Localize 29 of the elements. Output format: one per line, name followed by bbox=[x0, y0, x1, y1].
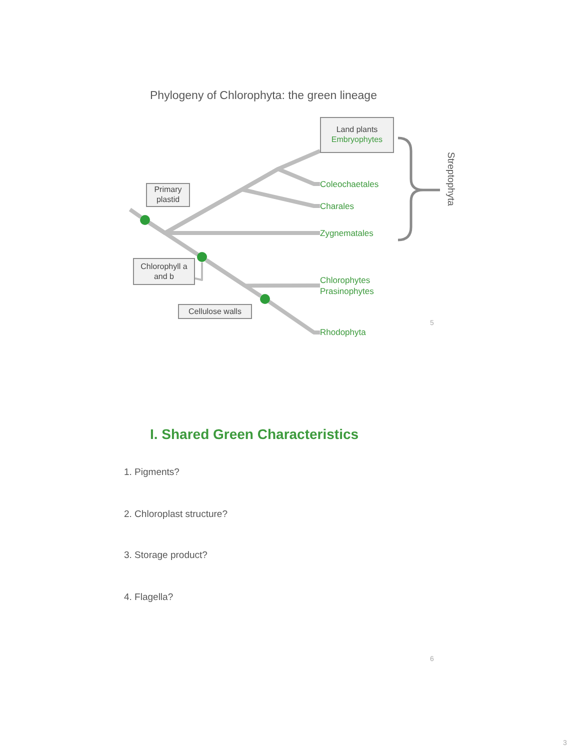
label-box bbox=[146, 183, 190, 207]
clade-label: Streptophyta bbox=[445, 152, 456, 206]
taxon-label: Chlorophytes Prasinophytes bbox=[320, 274, 386, 296]
leader-line bbox=[194, 262, 203, 281]
dot-icon bbox=[140, 215, 150, 225]
label-box bbox=[320, 117, 394, 153]
dot-icon bbox=[260, 294, 270, 304]
question-item: 2. Chloroplast structure? bbox=[124, 509, 228, 520]
trait-text: Chlorophyll a and b bbox=[140, 262, 188, 282]
taxon-label: Rhodophyta bbox=[320, 327, 366, 338]
slide-title: Phylogeny of Chlorophyta: the green lineage bbox=[150, 90, 377, 102]
taxon-label: Charales bbox=[320, 200, 354, 212]
question-item: 1. Pigments? bbox=[124, 467, 180, 478]
branch-line bbox=[128, 208, 142, 219]
dot-icon bbox=[197, 252, 207, 262]
taxon-label: Zygnematales bbox=[320, 228, 374, 238]
clade-name: Land plants bbox=[336, 125, 378, 135]
branch-line bbox=[205, 258, 262, 298]
branch-line bbox=[148, 221, 199, 256]
trait-text: Primary plastid bbox=[153, 185, 183, 205]
question-item: 4. Flagella? bbox=[124, 592, 174, 603]
branch-line bbox=[268, 300, 320, 334]
trait-text: Cellulose walls bbox=[188, 306, 242, 316]
section-heading: I. Shared Green Characteristics bbox=[150, 426, 359, 442]
taxon-label: Coleochaetales bbox=[320, 178, 379, 190]
label-box bbox=[178, 304, 252, 319]
taxon-label: Embryophytes bbox=[331, 135, 383, 145]
question-item: 3. Storage product? bbox=[124, 550, 208, 561]
label-box bbox=[133, 258, 195, 285]
